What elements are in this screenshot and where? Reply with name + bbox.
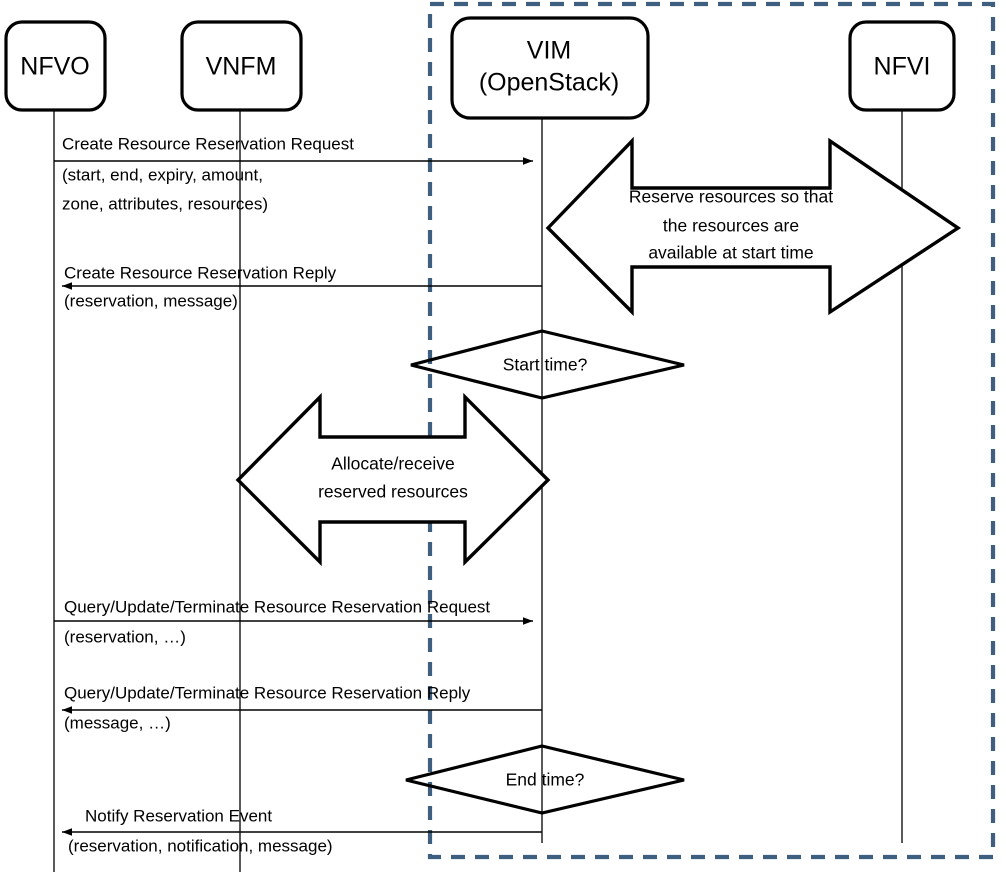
message-label-create-request-line1: Create Resource Reservation Request <box>62 134 354 153</box>
message-label-qut-reply-line1: Query/Update/Terminate Resource Reservat… <box>64 683 471 702</box>
actor-label-vnfm: VNFM <box>206 53 277 81</box>
actor-label-nfvi: NFVI <box>874 53 931 81</box>
message-label-create-reply-line2: (reservation, message) <box>64 291 238 310</box>
actor-box-nfvi[interactable] <box>848 20 956 112</box>
message-label-qut-request-line1: Query/Update/Terminate Resource Reservat… <box>64 597 490 616</box>
process-block-reserve-resources-line3: available at start time <box>648 243 813 263</box>
process-block-reserve-resources-line1: Reserve resources so that <box>629 187 833 207</box>
decision-diamond-start-time <box>410 329 685 400</box>
process-block-reserve-resources-line2: the resources are <box>663 216 799 236</box>
decision-diamond-end-time <box>405 744 685 815</box>
process-block-reserve-resources <box>545 136 962 317</box>
decision-label-end-time: End time? <box>506 770 585 790</box>
vim-scope-dashed-box <box>427 1 996 860</box>
message-label-notify-event-line1: Notify Reservation Event <box>85 806 272 825</box>
message-label-qut-request-line2: (reservation, …) <box>64 627 186 646</box>
actor-label-vim: VIM <box>527 37 571 65</box>
message-label-qut-reply-line2: (message, …) <box>64 713 171 732</box>
actor-sublabel-vim: (OpenStack) <box>479 69 619 97</box>
message-label-create-request-line2: (start, end, expiry, amount, <box>62 165 263 184</box>
process-block-allocate-receive-line1: Allocate/receive <box>331 454 455 474</box>
actor-box-vnfm[interactable] <box>180 20 303 112</box>
process-block-allocate-receive <box>235 392 551 567</box>
message-label-create-request-line3: zone, attributes, resources) <box>62 194 268 213</box>
actor-label-nfvo: NFVO <box>20 53 89 81</box>
decision-label-start-time: Start time? <box>503 355 588 375</box>
message-label-notify-event-line2: (reservation, notification, message) <box>68 836 333 855</box>
actor-box-nfvo[interactable] <box>4 20 107 112</box>
message-label-create-reply-line1: Create Resource Reservation Reply <box>64 263 337 282</box>
process-block-allocate-receive-line2: reserved resources <box>318 482 468 502</box>
actor-box-vim[interactable] <box>450 16 650 120</box>
